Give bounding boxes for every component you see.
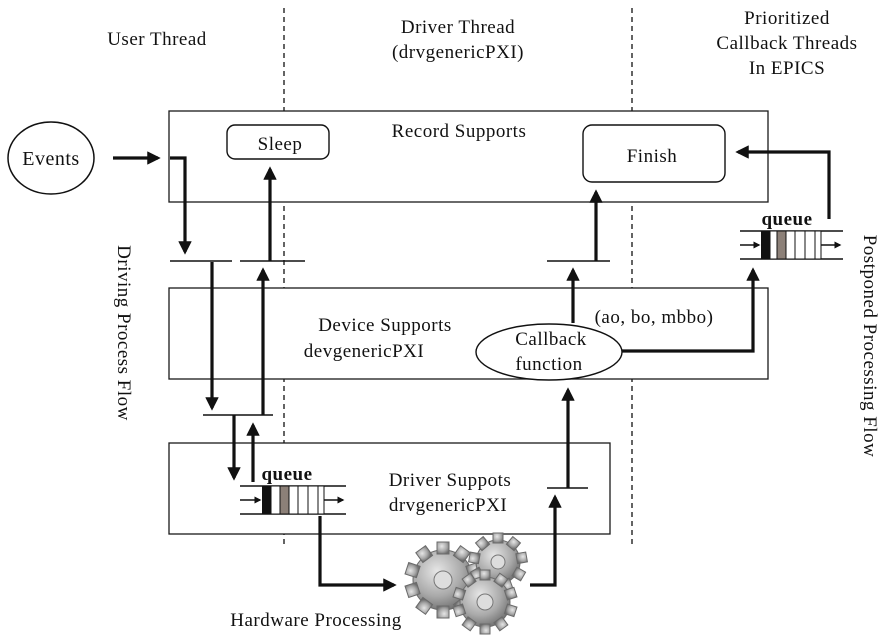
device-supports-box [169,288,768,379]
postponed-queue-icon [740,231,843,259]
device-supports-line2: devgenericPXI [304,341,424,362]
record-supports-title: Record Supports [392,121,527,142]
driver-supports-line2: drvgenericPXI [389,495,507,516]
left-side-label: Driving Process Flow [113,245,134,421]
right-side-label: Postponed Processing Flow [859,235,880,458]
driver-supports-line1: Driver Suppots [389,470,512,491]
callback-label-line1: Callback [515,329,587,350]
column-driver-thread-line1: Driver Thread [401,17,515,38]
device-supports-line1: Device Supports [318,315,452,336]
column-driver-thread-line2: (drvgenericPXI) [392,42,524,63]
callback-label-line2: function [515,354,582,375]
column-callback-line1: Prioritized [744,8,830,29]
column-callback-line3: In EPICS [749,58,825,79]
postponed-queue-label: queue [761,209,812,230]
hardware-label: Hardware Processing [230,610,401,631]
column-callback-line2: Callback Threads [716,33,857,54]
finish-label: Finish [627,146,678,167]
driver-queue-label: queue [261,464,312,485]
sleep-label: Sleep [258,134,303,155]
column-user-thread: User Thread [107,29,207,50]
events-label: Events [22,148,79,170]
gears-icon [405,533,527,634]
records-note: (ao, bo, mbbo) [595,307,714,328]
